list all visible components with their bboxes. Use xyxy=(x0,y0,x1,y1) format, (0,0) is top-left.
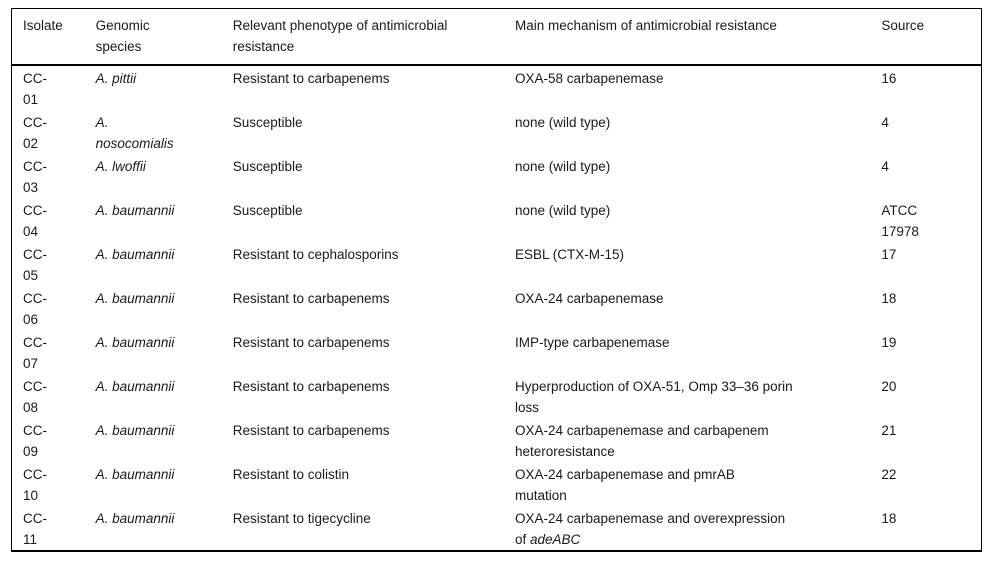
cell-isolate: CC- 04 xyxy=(23,203,47,239)
cell-genomic-species: A. baumannii xyxy=(95,511,175,526)
cell-genomic-species: A. pittii xyxy=(95,71,137,86)
cell-mechanism: Hyperproduction of OXA-51, Omp 33–36 por… xyxy=(504,374,870,418)
mechanism-text: none (wild type) xyxy=(514,115,611,130)
table-row-cc-02: CC- 02 A. nosocomialis Susceptible none (wi… xyxy=(12,110,982,154)
cell-source: 22 xyxy=(881,467,897,482)
cell-genomic-species: A. baumannii xyxy=(95,335,175,350)
column-header-mechanism: Main mechanism of antimicrobial resistan… xyxy=(503,8,871,66)
cell-mechanism: OXA-24 carbapenemase and pmrAB mutation xyxy=(504,462,870,506)
cell-phenotype: Resistant to carbapenems xyxy=(232,379,390,394)
cell-mechanism: ESBL (CTX-M-15) xyxy=(504,242,870,286)
cell-phenotype: Resistant to tigecycline xyxy=(232,511,371,526)
cell-isolate: CC- 09 xyxy=(23,423,47,459)
cell-mechanism: none (wild type) xyxy=(504,154,870,198)
mechanism-text: ESBL (CTX-M-15) xyxy=(514,247,624,262)
cell-isolate: CC- 05 xyxy=(23,247,47,283)
column-header-source: Source xyxy=(870,8,982,66)
cell-source: 4 xyxy=(881,159,889,174)
cell-genomic-species: A. baumannii xyxy=(95,467,175,482)
cell-genomic-species: A. baumannii xyxy=(95,379,175,394)
mechanism-text: OXA-58 carbapenemase xyxy=(514,71,664,86)
cell-genomic-species: A. baumannii xyxy=(95,291,175,306)
cell-source: 4 xyxy=(881,115,889,130)
cell-phenotype: Susceptible xyxy=(232,203,303,218)
cell-genomic-species: A. lwoffii xyxy=(95,159,146,174)
mechanism-text: OXA-24 carbapenemase and overexpression … xyxy=(514,511,786,547)
cell-mechanism: none (wild type) xyxy=(504,110,870,154)
cell-isolate: CC- 10 xyxy=(23,467,47,503)
mechanism-text: IMP-type carbapenemase xyxy=(514,335,670,350)
column-header-phenotype: Relevant phenotype of antimicrobial resi… xyxy=(221,8,504,66)
cell-genomic-species: A. nosocomialis xyxy=(95,115,174,151)
cell-phenotype: Resistant to carbapenems xyxy=(232,335,390,350)
cell-source: ATCC 17978 xyxy=(881,203,919,239)
cell-source: 18 xyxy=(881,511,897,526)
cell-mechanism: OXA-24 carbapenemase xyxy=(504,286,870,330)
table-row-cc-03: CC- 03 A. lwoffii Susceptible none (wild ty… xyxy=(12,154,982,198)
cell-isolate: CC- 03 xyxy=(23,159,47,195)
cell-mechanism: none (wild type) xyxy=(504,198,870,242)
cell-genomic-species: A. baumannii xyxy=(95,247,175,262)
cell-phenotype: Resistant to colistin xyxy=(232,467,350,482)
header-row: Isolate Genomic species Relevant phenoty… xyxy=(11,8,982,66)
cell-genomic-species: A. baumannii xyxy=(95,423,175,438)
cell-isolate: CC- 01 xyxy=(23,71,47,107)
cell-source: 20 xyxy=(881,379,897,394)
table-row-cc-01: CC- 01 A. pittii Resistant to carbapenems O… xyxy=(12,65,982,110)
cell-source: 19 xyxy=(881,335,897,350)
cell-phenotype: Susceptible xyxy=(232,115,303,130)
cell-isolate: CC- 02 xyxy=(23,115,47,151)
table-row-cc-06: CC- 06 A. baumannii Resistant to carbapene… xyxy=(12,286,982,330)
cell-mechanism: IMP-type carbapenemase xyxy=(504,330,870,374)
table-row-cc-04: CC- 04 A. baumannii Susceptible none (wild … xyxy=(12,198,982,242)
table-row-cc-11: CC- 11 A. baumannii Resistant to tigecycli… xyxy=(12,506,982,551)
mechanism-text: Hyperproduction of OXA-51, Omp 33–36 por… xyxy=(514,379,793,415)
cell-source: 17 xyxy=(881,247,897,262)
cell-source: 16 xyxy=(881,71,897,86)
mechanism-text: OXA-24 carbapenemase xyxy=(514,291,664,306)
cell-source: 21 xyxy=(881,423,897,438)
cell-genomic-species: A. baumannii xyxy=(95,203,175,218)
cell-isolate: CC- 11 xyxy=(23,511,47,547)
table-row-cc-08: CC- 08 A. baumannii Resistant to carbapene… xyxy=(12,374,982,418)
cell-mechanism: OXA-24 carbapenemase and overexpression … xyxy=(504,506,870,551)
mechanism-text: OXA-24 carbapenemase and pmrAB mutation xyxy=(514,467,735,503)
cell-mechanism: OXA-24 carbapenemase and carbapenem hete… xyxy=(504,418,870,462)
table-row-cc-10: CC- 10 A. baumannii Resistant to colistin O… xyxy=(12,462,982,506)
cell-phenotype: Resistant to carbapenems xyxy=(232,423,390,438)
table-row-cc-07: CC- 07 A. baumannii Resistant to carbapene… xyxy=(12,330,982,374)
cell-phenotype: Susceptible xyxy=(232,159,303,174)
table-row-cc-05: CC- 05 A. baumannii Resistant to cephalosp… xyxy=(12,242,982,286)
cell-isolate: CC- 07 xyxy=(23,335,47,371)
mechanism-text: none (wild type) xyxy=(514,203,611,218)
cell-isolate: CC- 06 xyxy=(23,291,47,327)
cell-phenotype: Resistant to carbapenems xyxy=(232,291,390,306)
table-row-cc-09: CC- 09 A. baumannii Resistant to carbapene… xyxy=(12,418,982,462)
cell-phenotype: Resistant to carbapenems xyxy=(232,71,390,86)
mechanism-text: none (wild type) xyxy=(514,159,611,174)
table-header: Isolate Genomic species Relevant phenoty… xyxy=(11,8,982,66)
cell-phenotype: Resistant to cephalosporins xyxy=(232,247,399,262)
cell-source: 18 xyxy=(881,291,897,306)
cell-mechanism: OXA-58 carbapenemase xyxy=(504,65,870,110)
column-header-genomic-species: Genomic species xyxy=(84,8,222,66)
mechanism-text: OXA-24 carbapenemase and carbapenem hete… xyxy=(514,423,769,459)
column-header-isolate: Isolate xyxy=(11,8,85,66)
mechanism-gene-name-italic: adeABC xyxy=(530,532,581,547)
isolate-characteristics-table: Isolate Genomic species Relevant phenoty… xyxy=(11,8,982,552)
cell-isolate: CC- 08 xyxy=(23,379,47,415)
